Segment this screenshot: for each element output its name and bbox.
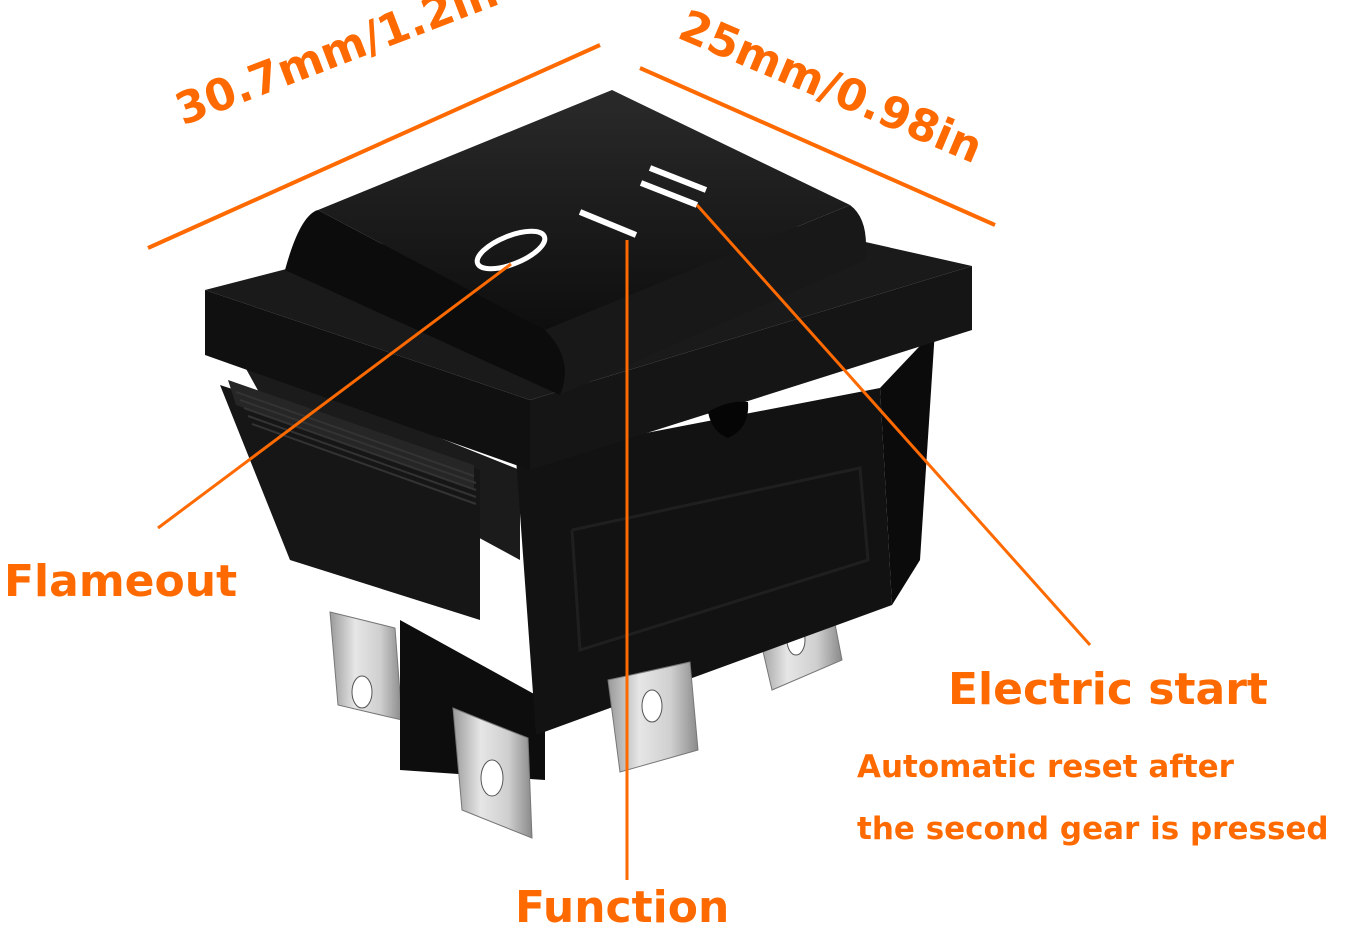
dimension-line-depth (639, 66, 996, 227)
symbol-momentary-2 (639, 180, 699, 208)
housing-notch (708, 401, 749, 438)
rocker-symbols (474, 165, 708, 272)
terminal-front-middle (607, 661, 699, 773)
callout-flameout: Flameout (4, 556, 238, 607)
bezel-right (530, 266, 972, 470)
dimension-line-width (147, 43, 601, 250)
bezel-front (205, 290, 530, 470)
symbol-momentary-1 (648, 165, 708, 193)
callout-note-line-1: Automatic reset after (857, 749, 1234, 785)
side-latch (220, 358, 520, 620)
rocker-cap-front (285, 210, 565, 395)
switch-housing-side (880, 330, 935, 605)
terminal-rear-left (329, 611, 403, 721)
callout-function: Function (515, 882, 730, 933)
leader-electric-start (695, 204, 1092, 646)
callout-electric-start: Electric start (948, 664, 1268, 715)
callout-note-line-2: the second gear is pressed (857, 811, 1329, 847)
symbol-on (578, 209, 638, 238)
symbol-off (474, 228, 548, 272)
rocker-cap-top (318, 90, 850, 330)
switch-housing-front (516, 388, 892, 735)
rocker-cap-right (545, 205, 866, 395)
leader-flameout (157, 262, 512, 530)
terminal-front-left (452, 707, 533, 839)
